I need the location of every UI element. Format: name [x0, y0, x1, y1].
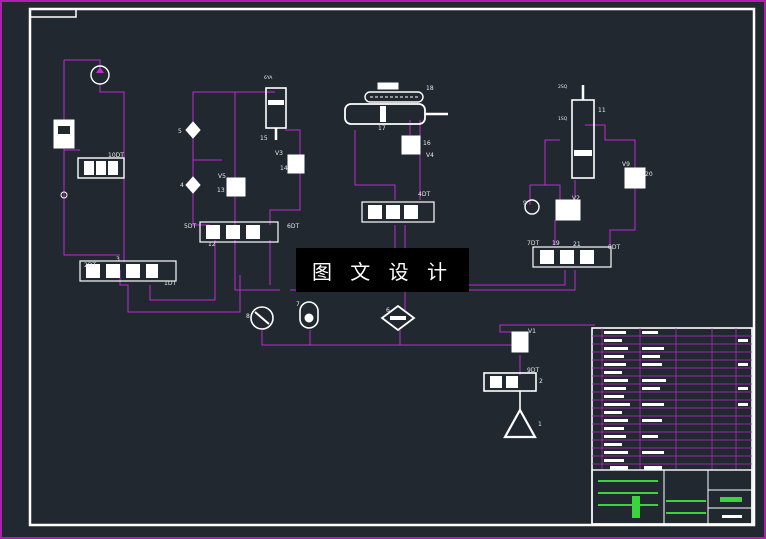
label-4: 4	[180, 182, 184, 189]
label-5: 5	[178, 128, 182, 135]
pipe-network	[63, 59, 636, 375]
valve-v1	[511, 331, 529, 353]
pump-arrow	[96, 67, 104, 73]
valve-4dt	[361, 201, 435, 223]
label-v3: V3	[275, 150, 283, 157]
valve-19	[532, 246, 612, 268]
label-5dt: 5DT	[184, 223, 196, 230]
label-12: 12	[208, 241, 216, 248]
inner-border	[28, 7, 756, 527]
tank-1	[503, 407, 537, 439]
watermark-box: 图 文 设 计	[296, 248, 469, 292]
label-1: 1	[538, 421, 542, 428]
label-18: 18	[426, 85, 434, 92]
label-19: 19	[552, 240, 560, 247]
label-8dt: 8DT	[608, 244, 620, 251]
valve-2	[483, 372, 537, 392]
label-4dt: 4DT	[418, 191, 430, 198]
label-13: 13	[217, 187, 225, 194]
left-valve-body	[77, 157, 125, 179]
label-v5: V5	[218, 173, 226, 180]
label-2sq: 2SQ	[558, 84, 568, 90]
cylinder-21	[571, 99, 595, 179]
label-20: 20	[645, 171, 653, 178]
filter-6	[380, 304, 416, 332]
label-17: 17	[378, 125, 386, 132]
label-1sq: 1SQ	[558, 116, 568, 122]
valve-v2	[555, 199, 581, 221]
label-7: 7	[296, 301, 300, 308]
cylinder-15	[265, 87, 287, 129]
label-1dt: 1DT	[164, 280, 176, 287]
gauge-7	[299, 301, 319, 329]
valve-20	[624, 167, 646, 189]
component-labels: 1DT 2DT 10DT 4DT 5DT 6DT 7DT 8DT 9DT V1 …	[84, 75, 653, 428]
check-valve-9	[524, 199, 540, 215]
valve-16	[401, 135, 421, 155]
junction-node	[60, 191, 68, 199]
watermark-text: 图 文 设 计	[311, 259, 454, 284]
gauge-8	[250, 306, 274, 330]
label-15: 15	[260, 135, 268, 142]
label-2dt: 2DT	[84, 262, 96, 269]
label-7dt: 7DT	[527, 240, 539, 247]
label-3: 3	[116, 256, 120, 263]
valve-14	[287, 154, 305, 174]
label-v1: V1	[528, 328, 536, 335]
label-11: 11	[598, 107, 606, 114]
label-6dt: 6DT	[287, 223, 299, 230]
label-9dt: 9DT	[527, 367, 539, 374]
components	[53, 65, 646, 439]
label-2: 2	[539, 378, 543, 385]
lower-left-valve	[79, 260, 177, 282]
label-8: 8	[246, 313, 250, 320]
label-21: 21	[573, 241, 581, 248]
label-14: 14	[280, 165, 288, 172]
label-v2: V2	[572, 195, 580, 202]
label-16: 16	[423, 140, 431, 147]
valve-12	[199, 221, 279, 243]
conveyor-top	[377, 82, 399, 90]
pump-symbol	[90, 65, 110, 85]
label-10dt: 10DT	[108, 152, 124, 159]
check-valve-5	[185, 121, 201, 139]
conveyor-belt	[364, 91, 424, 103]
label-v9: V9	[622, 161, 630, 168]
valve-13	[226, 177, 246, 197]
corner-tab	[29, 8, 77, 18]
label-6: 6	[386, 307, 390, 314]
label-v4: V4	[426, 152, 434, 159]
check-valve-4	[185, 176, 201, 194]
label-6ya: 6YA	[264, 75, 273, 81]
title-block	[591, 327, 753, 525]
label-9: 9	[523, 200, 527, 207]
